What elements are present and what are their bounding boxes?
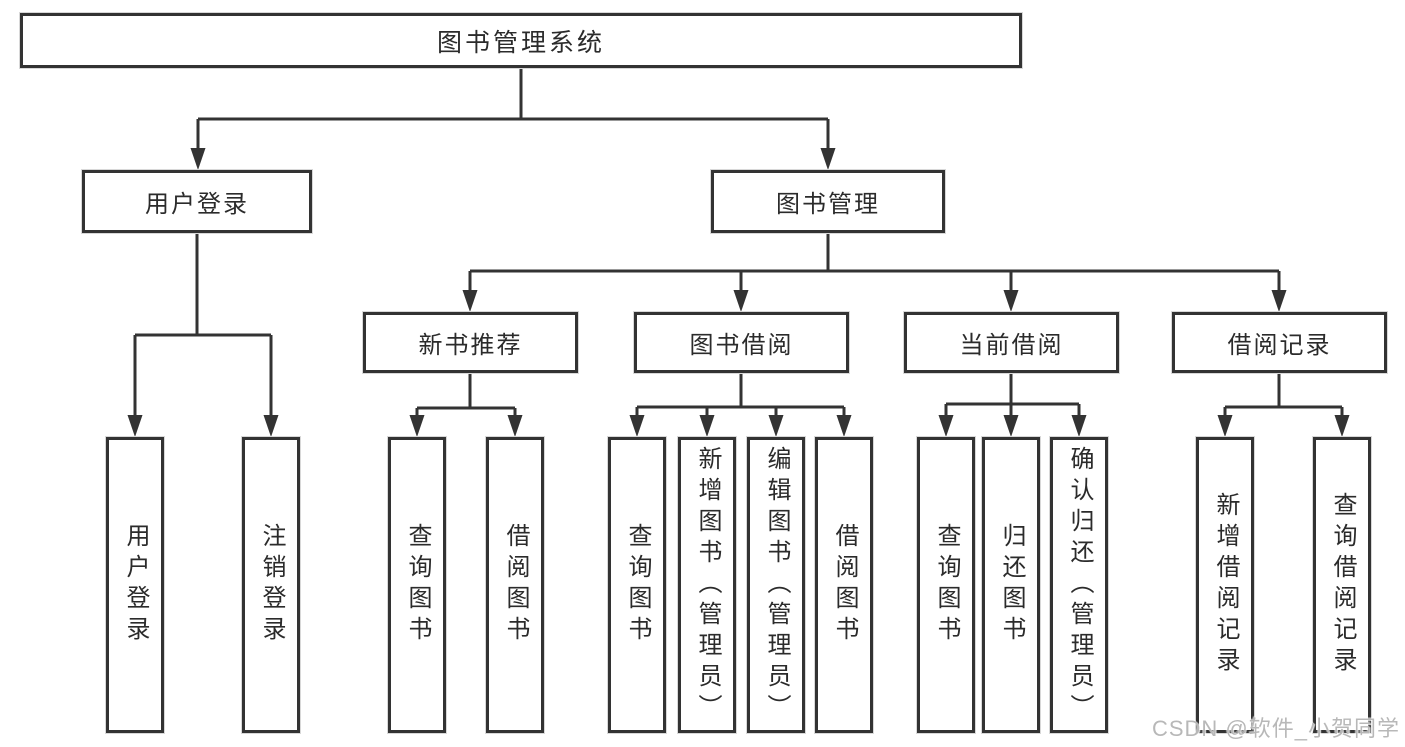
node-user-login: 用户登录 — [81, 169, 313, 234]
arrowheads-level3 — [462, 290, 1287, 312]
node-library-system: 图书管理系统 — [19, 12, 1023, 69]
connector-book-borrow-children — [635, 373, 846, 419]
leaf-query-books-3-label: 查询图书 — [933, 523, 960, 647]
arrowheads-user-login-children — [127, 415, 279, 437]
leaf-logout: 注销登录 — [241, 436, 301, 734]
leaf-query-books-2: 查询图书 — [607, 436, 667, 734]
leaf-borrow-books-1-label: 借阅图书 — [502, 523, 529, 647]
arrowheads-book-borrow-children — [629, 415, 852, 437]
connector-book-mgmt-children — [468, 233, 1281, 294]
leaf-return-books-label: 归还图书 — [998, 523, 1025, 647]
leaf-add-books-admin-label: 新增图书（管理员） — [694, 445, 721, 725]
arrowheads-level2 — [190, 148, 836, 170]
csdn-watermark: CSDN @软件_小贺同学 — [1151, 716, 1400, 741]
leaf-query-books-3: 查询图书 — [916, 436, 976, 734]
arrowheads-borrow-records-children — [1217, 415, 1350, 437]
leaf-query-books-1-label: 查询图书 — [404, 523, 431, 647]
leaf-query-borrow-record: 查询借阅记录 — [1312, 436, 1372, 734]
leaf-return-books: 归还图书 — [981, 436, 1041, 734]
arrowheads-current-borrow-children — [938, 415, 1087, 437]
leaf-confirm-return-admin-label: 确认归还（管理员） — [1066, 445, 1093, 725]
node-current-borrow: 当前借阅 — [903, 311, 1120, 374]
arrowheads-new-book-children — [409, 415, 523, 437]
connector-root-to-level2 — [196, 68, 830, 152]
leaf-add-borrow-record: 新增借阅记录 — [1195, 436, 1255, 734]
connector-current-borrow-children — [944, 373, 1081, 419]
leaf-user-login-label: 用户登录 — [122, 523, 149, 647]
leaf-user-login: 用户登录 — [105, 436, 165, 734]
leaf-borrow-books-2: 借阅图书 — [814, 436, 874, 734]
connector-new-book-children — [415, 373, 517, 419]
leaf-add-books-admin: 新增图书（管理员） — [677, 436, 737, 734]
node-book-management: 图书管理 — [710, 169, 946, 234]
node-book-borrow: 图书借阅 — [633, 311, 850, 374]
node-new-book-recommend: 新书推荐 — [362, 311, 579, 374]
leaf-confirm-return-admin: 确认归还（管理员） — [1049, 436, 1109, 734]
leaf-edit-books-admin: 编辑图书（管理员） — [746, 436, 806, 734]
leaf-query-borrow-record-label: 查询借阅记录 — [1329, 492, 1356, 678]
connector-user-login-children — [133, 233, 273, 419]
leaf-query-books-2-label: 查询图书 — [624, 523, 651, 647]
leaf-logout-label: 注销登录 — [258, 523, 285, 647]
leaf-query-books-1: 查询图书 — [387, 436, 447, 734]
connector-borrow-records-children — [1223, 373, 1344, 419]
leaf-add-borrow-record-label: 新增借阅记录 — [1212, 492, 1239, 678]
node-borrow-records: 借阅记录 — [1171, 311, 1388, 374]
leaf-edit-books-admin-label: 编辑图书（管理员） — [763, 445, 790, 725]
leaf-borrow-books-2-label: 借阅图书 — [831, 523, 858, 647]
leaf-borrow-books-1: 借阅图书 — [485, 436, 545, 734]
